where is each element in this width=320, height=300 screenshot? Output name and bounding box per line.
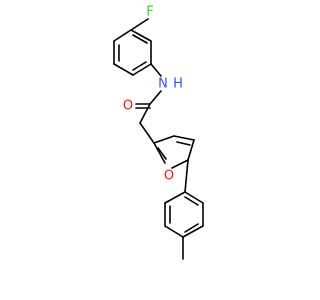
furan-oxygen-label: O — [164, 169, 174, 184]
bond — [132, 61, 147, 71]
bond — [150, 63, 162, 77]
bond — [157, 147, 167, 160]
bond — [113, 63, 134, 76]
bond — [184, 223, 199, 233]
bond — [171, 159, 189, 169]
bond — [130, 18, 149, 31]
bond — [164, 191, 186, 204]
bond — [132, 63, 152, 76]
bond — [187, 139, 195, 161]
bond — [139, 122, 155, 144]
molecule-structure-diagram: F N H O O — [113, 5, 204, 260]
bond-layer — [113, 18, 204, 260]
bond — [113, 29, 132, 42]
carbonyl-oxygen-label: O — [123, 99, 133, 114]
bond — [132, 34, 148, 44]
bond — [184, 196, 199, 206]
bond — [184, 159, 189, 193]
bond — [153, 142, 166, 164]
bond — [182, 225, 204, 238]
bond — [184, 191, 204, 204]
bond — [176, 141, 191, 146]
amide-nitrogen-label: N — [158, 77, 168, 92]
bond — [173, 135, 195, 141]
bond — [139, 103, 151, 124]
amide-hydrogen-label: H — [173, 77, 183, 92]
fluorine-atom-label: F — [146, 5, 153, 20]
bond — [153, 135, 175, 144]
bond — [130, 29, 152, 42]
bond — [164, 225, 184, 238]
bond — [149, 90, 162, 105]
